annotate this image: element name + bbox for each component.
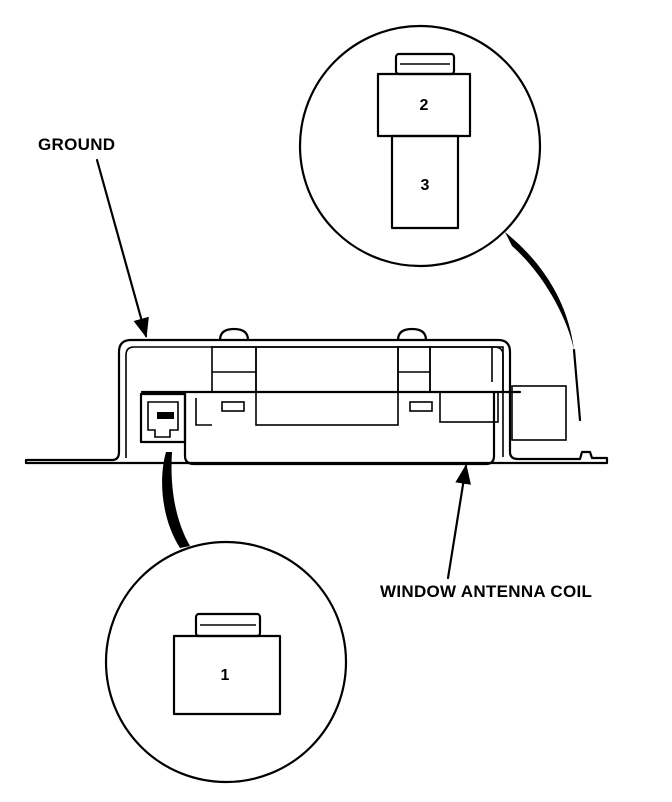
connector-pin: [157, 412, 174, 419]
ground-label: GROUND: [38, 135, 115, 154]
detail-circle-bottom: [104, 540, 348, 784]
antenna-coil-unit: [24, 327, 609, 466]
terminal-3-number: 3: [421, 177, 430, 194]
ground-leader-arrow: [95, 158, 149, 338]
bracket-bump-left: [218, 327, 250, 342]
right-lower-block: [439, 391, 499, 423]
panel-left: [211, 346, 257, 393]
mounting-bracket: [24, 338, 609, 465]
pointer-detail-2-tip: [572, 348, 582, 422]
slot-left: [221, 401, 245, 412]
panel-right: [397, 346, 431, 393]
window-antenna-coil-label: WINDOW ANTENNA COIL: [380, 582, 592, 601]
output-terminal-block: [511, 385, 567, 441]
detail-circle-terminals-2-3: 2 3: [298, 24, 542, 268]
coil-leader-arrow: [446, 464, 471, 580]
terminal-3: [390, 134, 460, 230]
terminal-2-number: 2: [420, 97, 429, 114]
connector-socket: [147, 401, 179, 438]
connector-1: [139, 392, 187, 444]
detail-circle-terminal-1: 1: [104, 540, 348, 784]
coil-housing: [183, 390, 496, 466]
detail-circle-top: [298, 24, 542, 268]
terminal-1-number: 1: [221, 667, 230, 684]
center-block: [255, 346, 399, 426]
pointer-to-detail-1: [162, 452, 190, 548]
housing-step: [195, 398, 212, 426]
bracket-bump-right: [396, 327, 428, 342]
terminal-1: [172, 634, 282, 716]
slot-right: [409, 401, 433, 412]
